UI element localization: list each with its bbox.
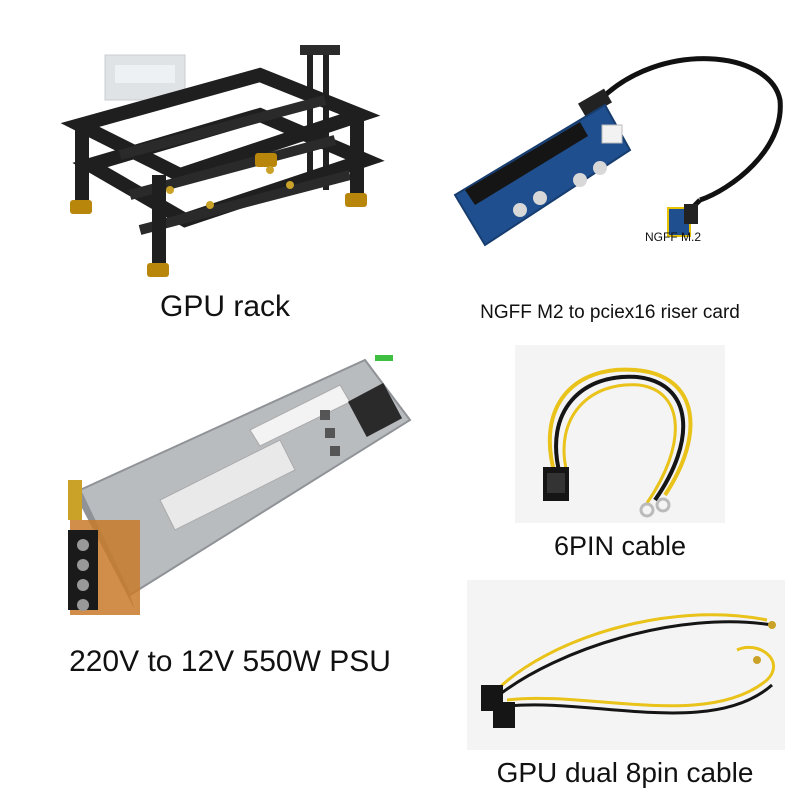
ngff-m2-label: NGFF M.2 (645, 230, 701, 244)
dual-8pin-cable-photo-bg (467, 580, 785, 750)
riser-card-caption: NGFF M2 to pciex16 riser card (480, 302, 740, 323)
dual-8pin-cable-caption: GPU dual 8pin cable (496, 757, 754, 788)
riser-card-product: NGFF M.2 NGFF M2 to pciex16 riser card (430, 40, 790, 340)
sixpin-cable-photo-bg (515, 345, 725, 523)
gpu-rack-product: GPU rack (60, 35, 390, 335)
dual-8pin-cable-image (481, 613, 776, 728)
gpu-rack-image (60, 45, 385, 277)
sixpin-cable-image (543, 367, 693, 518)
psu-image (68, 355, 412, 615)
psu-product: 220V to 12V 550W PSU (20, 340, 440, 700)
dual-8pin-cable-product: GPU dual 8pin cable (455, 580, 795, 800)
sixpin-cable-product: 6PIN cable (515, 345, 725, 575)
gpu-rack-caption: GPU rack (159, 290, 291, 323)
riser-card-image (453, 56, 783, 247)
sixpin-cable-caption: 6PIN cable (553, 531, 687, 561)
psu-caption: 220V to 12V 550W PSU (69, 645, 391, 678)
